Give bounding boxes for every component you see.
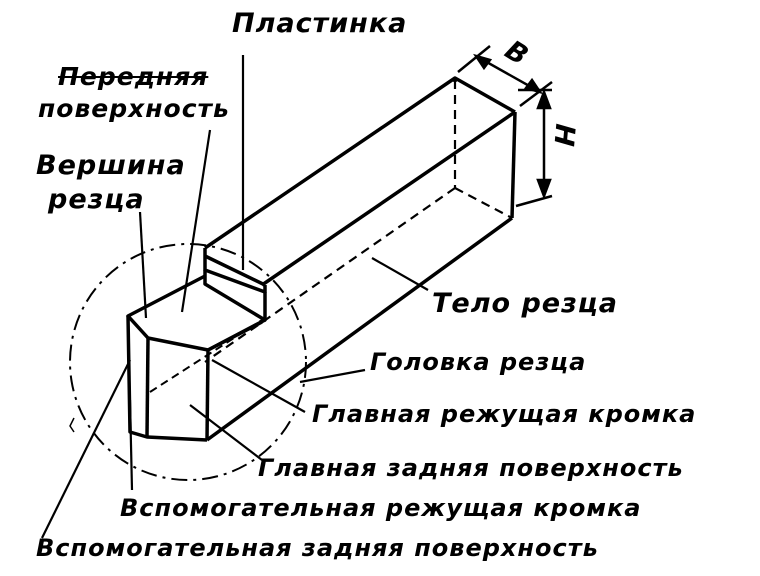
label-rake-face-line1: Передняя — [58, 62, 209, 91]
hidden-edges — [204, 80, 513, 363]
stray-mark — [69, 417, 75, 433]
label-plate: Пластинка — [232, 8, 408, 39]
label-body: Тело резца — [432, 288, 619, 319]
label-head: Головка резца — [370, 348, 587, 376]
label-aux-cutting-edge: Вспомогательная режущая кромка — [120, 494, 642, 522]
label-dim-h: Н — [547, 122, 581, 149]
label-rake-face-line2: поверхность — [38, 94, 230, 123]
head-hidden-line — [149, 319, 263, 393]
head-circle — [69, 243, 307, 481]
shank-outline — [204, 76, 517, 442]
cutter-head — [126, 248, 267, 442]
dimension-h — [515, 88, 553, 208]
leader-lines — [41, 55, 429, 539]
label-main-cutting-edge: Главная режущая кромка — [312, 400, 697, 428]
label-aux-flank: Вспомогательная задняя поверхность — [36, 534, 599, 562]
label-tip-line1: Вершина — [36, 150, 186, 181]
label-tip-line2: резца — [48, 184, 145, 215]
dim-h-letter: Н — [547, 122, 581, 149]
label-dim-b: В — [499, 35, 534, 73]
label-main-flank: Главная задняя поверхность — [258, 454, 684, 482]
